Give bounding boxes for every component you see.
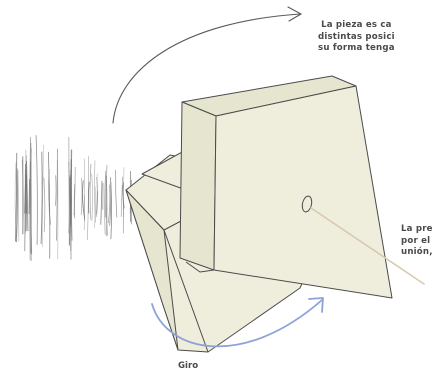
hatch-stroke — [25, 174, 28, 214]
top-note: La pieza es ca distintas posici su forma… — [318, 20, 395, 55]
hatch-stroke — [91, 173, 94, 222]
hatch-stroke — [70, 149, 73, 241]
right-note-line: unión, — [401, 247, 433, 257]
top-note-line: distintas posici — [318, 31, 395, 42]
hatch-stroke — [120, 176, 123, 218]
hatch-stroke — [105, 180, 108, 237]
hatch-stroke — [89, 163, 92, 220]
right-note-line: La pre — [401, 224, 433, 234]
hatch-stroke — [56, 148, 58, 241]
hatch-stroke — [25, 180, 28, 214]
hatch-stroke — [83, 195, 86, 222]
hatch-stroke — [28, 178, 30, 215]
hatch-stroke — [42, 144, 44, 247]
hole-marker — [301, 195, 313, 213]
right-note: La pre por el unión, — [401, 224, 433, 259]
hatch-stroke — [40, 151, 43, 245]
hatch-stroke — [29, 137, 31, 261]
hatch-stroke — [48, 169, 51, 225]
top-note-line: su forma tenga — [318, 43, 395, 53]
hatch-stroke — [108, 184, 111, 224]
hatch-stroke — [16, 168, 18, 243]
hatch-stroke — [15, 152, 18, 242]
top-curved-arrow — [112, 6, 303, 124]
hatch-stroke — [73, 166, 76, 216]
hatch-stroke — [35, 135, 38, 245]
hatch-stroke — [55, 175, 57, 206]
right-note-line: por el — [401, 235, 431, 246]
rotation-label: Giro — [178, 361, 199, 371]
hatch-stroke — [104, 170, 107, 235]
hatch-stroke — [88, 181, 90, 214]
hatch-stroke — [48, 151, 51, 259]
hatch-stroke — [94, 160, 96, 223]
hatch-stroke — [109, 182, 112, 226]
hatch-stroke — [115, 169, 118, 218]
hatch-stroke — [24, 164, 26, 252]
hatch-stroke — [122, 184, 124, 234]
hatch-stroke — [68, 136, 70, 247]
hatch-stroke — [93, 186, 97, 229]
hatch-stroke — [105, 165, 108, 218]
hatch-stroke — [14, 162, 17, 238]
hatch-stroke — [43, 177, 46, 233]
top-note-line: La pieza es ca — [321, 20, 392, 30]
rotation-arrow — [151, 297, 324, 348]
hatch-stroke — [17, 169, 20, 242]
front-piece — [179, 75, 393, 299]
hatch-stroke — [26, 160, 29, 232]
hatch-stroke — [82, 180, 85, 220]
hatch-stroke — [96, 191, 99, 217]
hatch-stroke — [100, 180, 103, 225]
pointer-line — [310, 207, 425, 285]
hatch-stroke — [80, 178, 83, 216]
